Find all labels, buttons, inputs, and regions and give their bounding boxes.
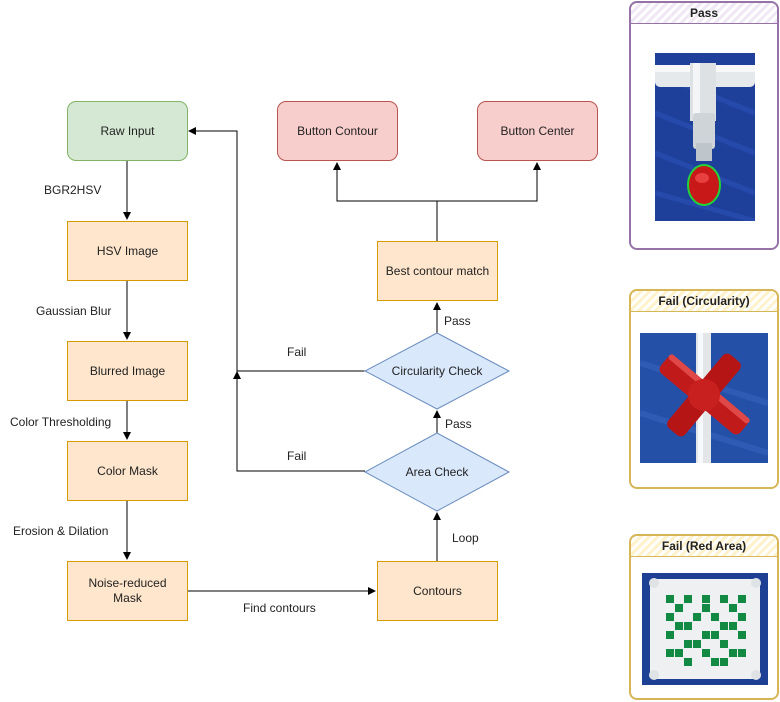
edge-label-circularity-fail: Fail (287, 345, 307, 359)
edge-label-bgr2hsv: BGR2HSV (44, 183, 102, 197)
edge-area-fail (236, 371, 365, 472)
hsv-image-node: HSV Image (67, 221, 188, 281)
edge-label-area-pass: Pass (445, 417, 472, 431)
best-contour-match-label: Best contour match (385, 263, 490, 278)
contours-label: Contours (413, 583, 462, 598)
best-contour-match-node: Best contour match (377, 241, 498, 301)
color-mask-node: Color Mask (67, 441, 188, 501)
color-mask-label: Color Mask (97, 463, 158, 478)
edge-label-find-contours: Find contours (243, 601, 316, 615)
pass-example-image (655, 53, 755, 221)
noise-reduced-mask-label: Noise-reduced Mask (88, 576, 167, 605)
fail-red-area-panel-title: Fail (Red Area) (661, 539, 747, 553)
button-contour-label: Button Contour (297, 123, 378, 138)
button-center-node: Button Center (477, 101, 598, 161)
raw-input-node: Raw Input (67, 101, 188, 161)
edge-label-color-thresholding: Color Thresholding (10, 415, 112, 429)
fail-red-area-example-image (642, 573, 768, 685)
fail-red-area-panel: Fail (Red Area) (629, 534, 779, 700)
edge-label-circularity-pass: Pass (444, 314, 471, 328)
fail-red-area-panel-header: Fail (Red Area) (631, 536, 777, 557)
circularity-check-diamond (363, 332, 511, 410)
raw-input-label: Raw Input (100, 123, 155, 138)
fail-circularity-example-image (640, 333, 768, 463)
blurred-image-label: Blurred Image (89, 363, 166, 378)
fail-circularity-panel: Fail (Circularity) (629, 289, 779, 489)
edge-label-gaussian-blur: Gaussian Blur (36, 304, 112, 318)
noise-reduced-mask-node: Noise-reduced Mask (67, 561, 188, 621)
edge-best-to-center (437, 162, 541, 202)
edge-label-area-fail: Fail (287, 449, 307, 463)
edge-best-to-contour (333, 162, 438, 241)
area-check-diamond (363, 432, 511, 512)
hsv-image-label: HSV Image (96, 243, 159, 258)
edge-label-erosion-dilation: Erosion & Dilation (13, 524, 109, 538)
pass-panel-title: Pass (689, 6, 719, 20)
edge-label-loop: Loop (452, 531, 479, 545)
circularity-check-label: Circularity Check (391, 363, 483, 378)
area-check-label: Area Check (405, 464, 469, 479)
edge-circularity-fail (188, 127, 365, 372)
blurred-image-node: Blurred Image (67, 341, 188, 401)
pass-panel: Pass (629, 1, 779, 250)
fail-circularity-panel-title: Fail (Circularity) (658, 294, 750, 308)
contours-node: Contours (377, 561, 498, 621)
button-center-label: Button Center (500, 123, 575, 138)
pass-panel-header: Pass (631, 3, 777, 24)
button-contour-node: Button Contour (277, 101, 398, 161)
circularity-check-node: Circularity Check (375, 360, 499, 382)
fail-circularity-panel-header: Fail (Circularity) (631, 291, 777, 312)
area-check-node: Area Check (405, 450, 469, 494)
